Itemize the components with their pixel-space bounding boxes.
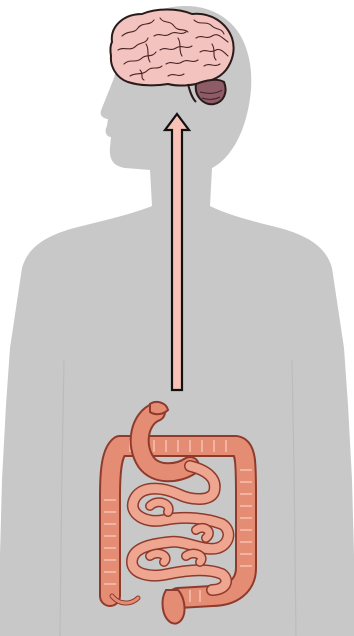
gut-brain-diagram (0, 0, 354, 636)
diagram-canvas (0, 0, 354, 636)
